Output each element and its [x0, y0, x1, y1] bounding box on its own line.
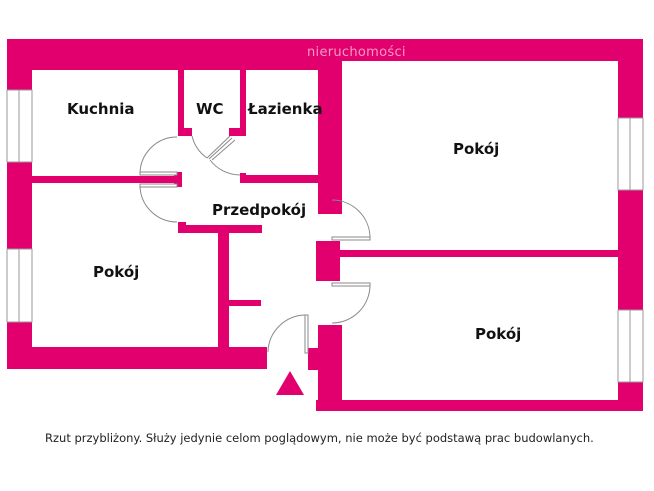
room-label-pokoj-ne: Pokój	[453, 140, 499, 158]
room-label-pokoj-w: Pokój	[93, 263, 139, 281]
room-label-kuchnia: Kuchnia	[67, 100, 135, 118]
windows	[6, 89, 644, 383]
room-label-lazienka: Łazienka	[247, 100, 323, 118]
room-label-pokoj-se: Pokój	[475, 325, 521, 343]
room-label-wc: WC	[196, 100, 224, 118]
entrance-arrow-icon	[276, 371, 304, 395]
room-label-przedpokoj: Przedpokój	[212, 201, 306, 219]
doors	[139, 135, 371, 354]
disclaimer-text: Rzut przybliżony. Służy jedynie celom po…	[45, 431, 594, 445]
walls	[7, 39, 643, 411]
brand-watermark: nieruchomości	[307, 45, 406, 60]
